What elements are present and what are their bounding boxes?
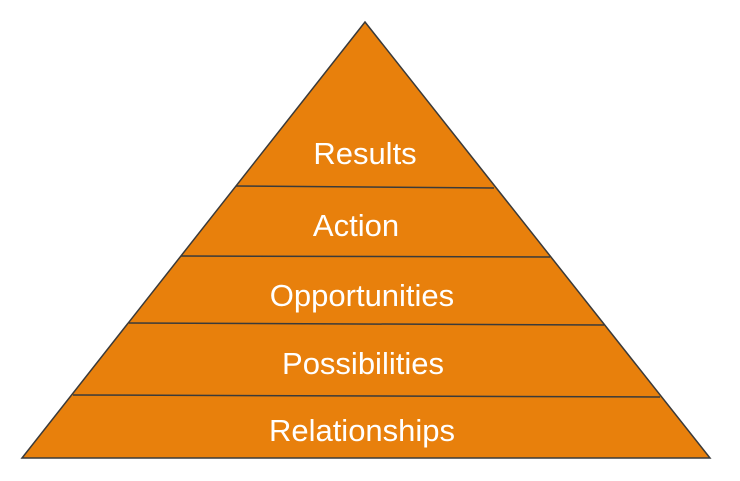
tier-divider-1 [235, 185, 495, 189]
tier-divider-3 [128, 322, 605, 326]
tier-divider-2 [180, 255, 551, 258]
tier-label-action: Action [313, 208, 399, 243]
tier-label-possibilities: Possibilities [282, 346, 444, 381]
tier-label-results: Results [313, 136, 416, 171]
tier-label-opportunities: Opportunities [270, 278, 454, 313]
tier-divider-4 [72, 394, 661, 398]
pyramid-body [20, 20, 712, 459]
tier-label-relationships: Relationships [269, 413, 455, 448]
